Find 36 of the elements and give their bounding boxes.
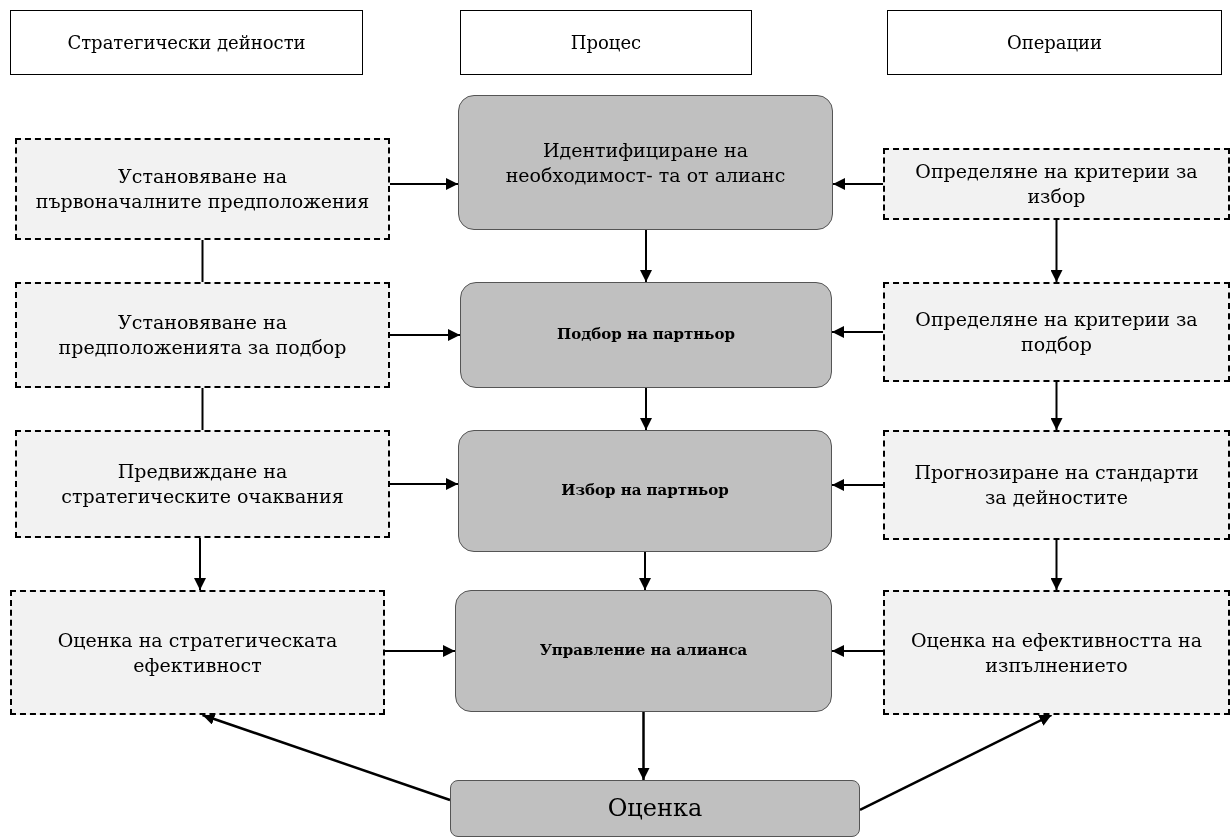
arrow <box>637 712 650 780</box>
heading-box: Операции <box>887 10 1222 75</box>
arrow <box>1050 219 1063 283</box>
activity-box: Оценка на стратегическата ефективност <box>10 590 385 715</box>
arrow <box>859 713 1053 812</box>
activity-box: Установяване на първоначалните предположения <box>15 138 390 240</box>
arrow <box>1050 539 1063 591</box>
arrow <box>832 178 884 190</box>
arrow <box>831 645 884 657</box>
heading-box: Стратегически дейности <box>10 10 363 75</box>
process-box: Идентифициране на необходимост- та от алианс <box>458 95 833 230</box>
activity-box: Прогнозиране на стандарти за дейностите <box>883 430 1230 540</box>
activity-box: Определяне на критерии за избор <box>883 148 1230 220</box>
process-box: Избор на партньор <box>458 430 832 552</box>
arrow <box>194 537 206 591</box>
arrow <box>640 229 652 283</box>
process-box: Подбор на партньор <box>460 282 832 388</box>
connector-line <box>201 387 204 431</box>
arrow <box>389 178 459 190</box>
arrow <box>202 713 451 802</box>
activity-box: Определяне на критерии за подбор <box>883 282 1230 382</box>
arrow <box>639 551 651 591</box>
arrow <box>1050 381 1063 431</box>
process-box: Управление на алианса <box>455 590 832 712</box>
activity-box: Установяване на предположенията за подбор <box>15 282 390 388</box>
activity-box: Предвиждане на стратегическите очаквания <box>15 430 390 538</box>
arrow <box>384 645 456 657</box>
arrow <box>389 329 461 341</box>
arrow <box>389 478 459 490</box>
arrow <box>831 326 884 338</box>
heading-box: Процес <box>460 10 752 75</box>
process-box: Оценка <box>450 780 860 837</box>
activity-box: Оценка на ефективността на изпълнението <box>883 590 1230 715</box>
arrow <box>640 387 652 431</box>
arrow <box>831 479 884 491</box>
connector-line <box>201 239 204 283</box>
